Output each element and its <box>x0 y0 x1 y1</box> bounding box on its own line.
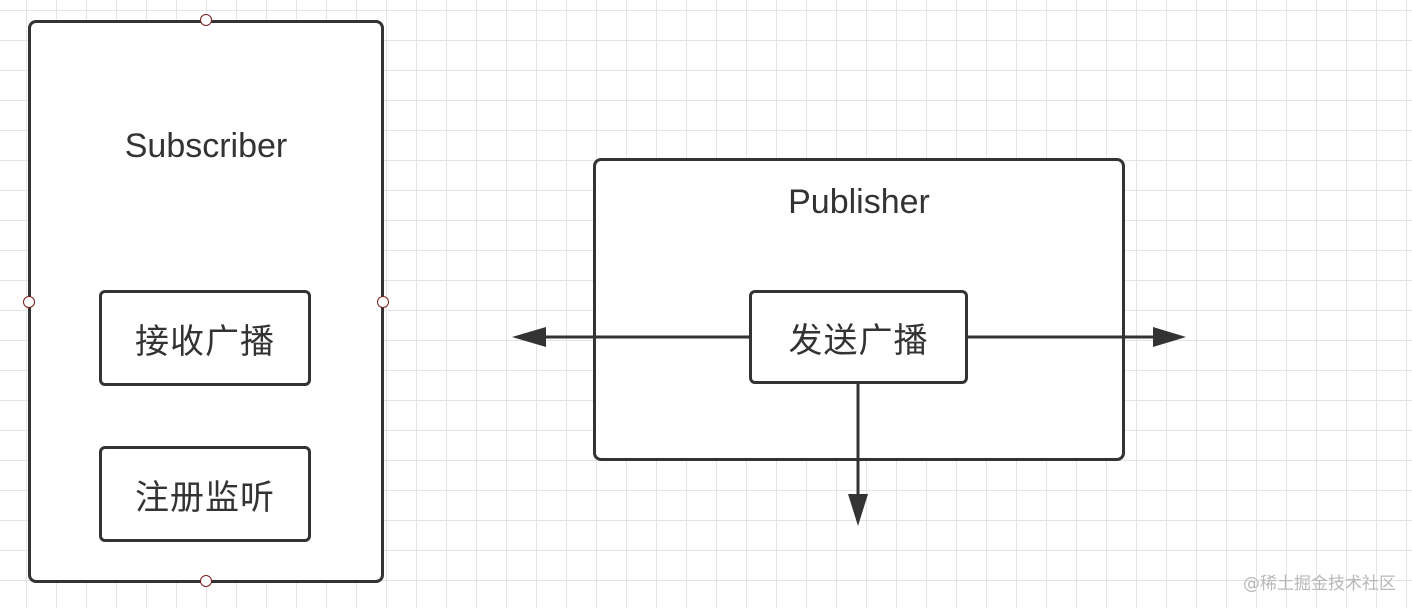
arrow-left-head <box>512 327 546 347</box>
subscriber-title: Subscriber <box>124 127 288 165</box>
watermark-text: @稀土掘金技术社区 <box>1243 574 1396 594</box>
selection-handle-bottom[interactable] <box>200 575 212 587</box>
publisher-title: Publisher <box>788 183 930 221</box>
selection-handle-right[interactable] <box>377 296 389 308</box>
arrow-right-head <box>1153 327 1186 347</box>
send-broadcast-box[interactable]: 发送广播 <box>749 290 968 384</box>
register-listener-box[interactable]: 注册监听 <box>99 446 311 542</box>
arrow-down-head <box>848 494 868 526</box>
selection-handle-left[interactable] <box>23 296 35 308</box>
receive-broadcast-box[interactable]: 接收广播 <box>99 290 311 386</box>
selection-handle-top[interactable] <box>200 14 212 26</box>
